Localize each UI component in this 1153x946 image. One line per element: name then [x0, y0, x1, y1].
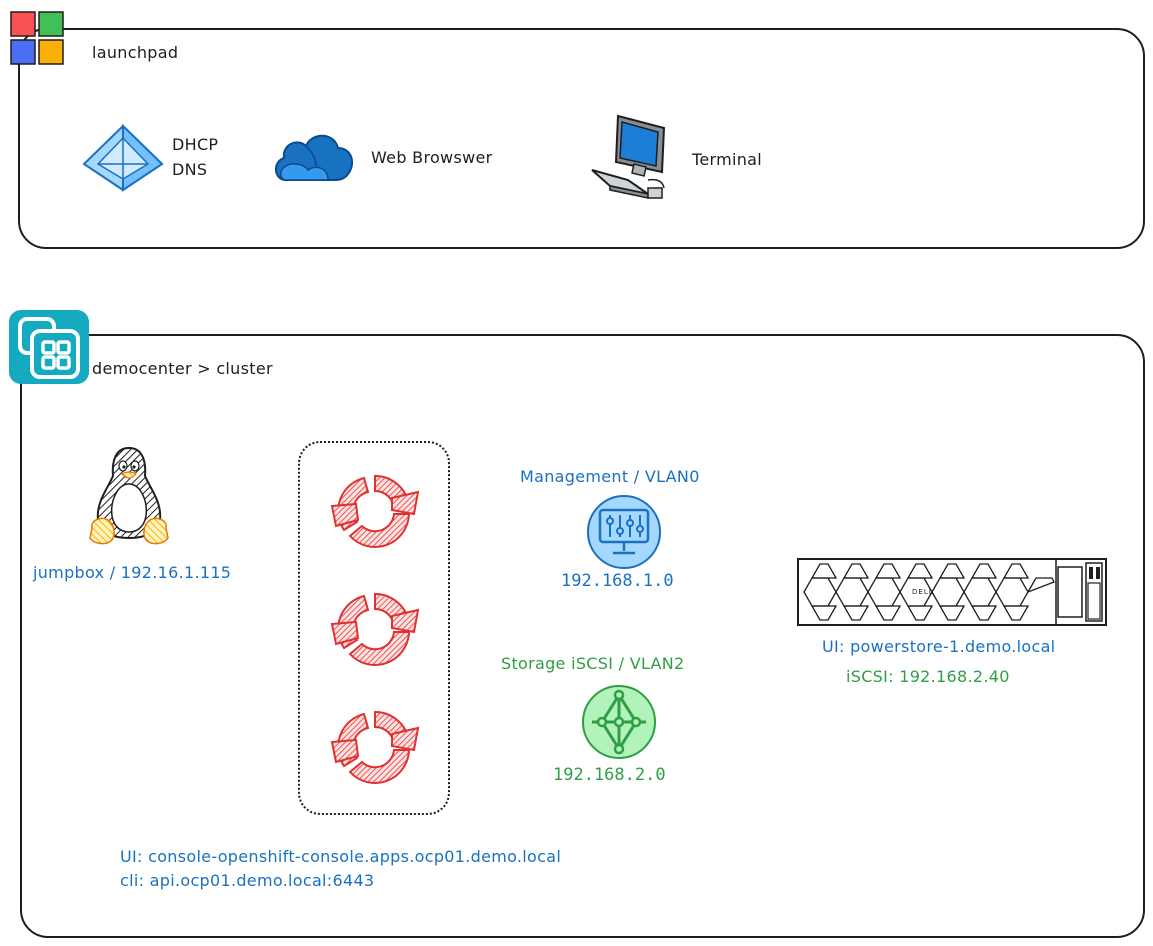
openshift-icon: [330, 592, 420, 666]
powerstore-ui-label: UI: powerstore-1.demo.local: [822, 637, 1056, 656]
network-hub-icon: [582, 685, 656, 759]
launchpad-logo-icon: [10, 11, 64, 65]
storage-array-icon: [797, 558, 1107, 626]
powerstore-iscsi-label: iSCSI: 192.168.2.40: [846, 667, 1010, 686]
management-subnet: 192.168.1.0: [561, 571, 674, 591]
terminal-label: Terminal: [692, 150, 763, 169]
cloud-icon: [275, 134, 354, 181]
control-monitor-icon: [587, 495, 661, 569]
openshift-ui-label: UI: console-openshift-console.apps.ocp01…: [120, 847, 562, 866]
dell-brand-label: DELL: [912, 588, 934, 596]
pyramid-icon: [82, 124, 164, 192]
dns-label: DNS: [172, 160, 208, 179]
launchpad-frame: [18, 28, 1145, 249]
management-network-title: Management / VLAN0: [520, 467, 700, 486]
cluster-logo-icon: [9, 310, 89, 384]
jumpbox-label: jumpbox / 192.16.1.115: [33, 563, 232, 582]
cluster-frame: [20, 334, 1145, 938]
cluster-breadcrumb: democenter > cluster: [92, 359, 273, 378]
openshift-icon: [330, 474, 420, 548]
storage-network-title: Storage iSCSI / VLAN2: [501, 654, 685, 673]
dhcp-label: DHCP: [172, 135, 219, 154]
linux-penguin-icon: [89, 446, 169, 545]
storage-subnet: 192.168.2.0: [553, 765, 666, 785]
openshift-cli-label: cli: api.ocp01.demo.local:6443: [120, 871, 375, 890]
launchpad-title: launchpad: [92, 43, 179, 62]
node-group: [298, 441, 450, 815]
openshift-icon: [330, 710, 420, 784]
computer-icon: [591, 114, 666, 199]
web-browser-label: Web Browswer: [371, 148, 493, 167]
